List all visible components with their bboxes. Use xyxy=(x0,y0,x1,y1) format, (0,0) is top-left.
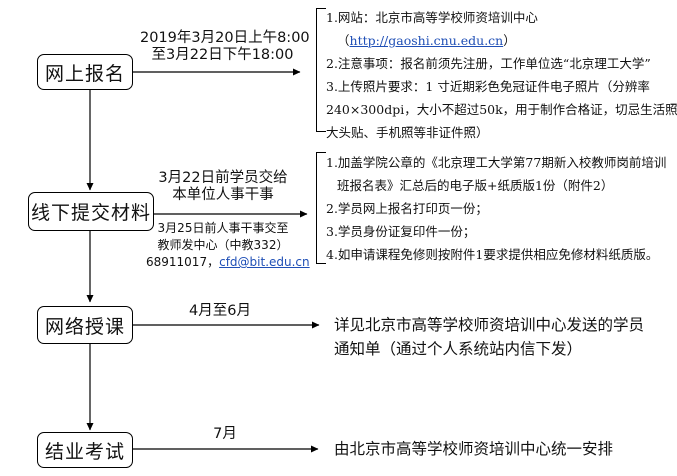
stage-label: 线下提交材料 xyxy=(30,202,151,224)
course-time-label: 4月至6月 xyxy=(175,303,265,320)
exam-note-text: 由北京市高等学校师资培训中心统一安排 xyxy=(334,440,614,458)
offline-note-item3: 3.学员身份证复印件一份； xyxy=(326,224,476,239)
exam-time-label: 7月 xyxy=(200,426,250,443)
online-note-url-line: （http://gaoshi.cnu.edu.cn） xyxy=(326,29,677,52)
stage-label: 网上报名 xyxy=(44,62,125,85)
offline-note-item4: 4.如申请课程免修则按附件1要求提供相应免修材料纸质版。 xyxy=(326,247,659,262)
offline-notes: 1.加盖学院公章的《北京理工大学第77期新入校教师岗前培训 班报名表》汇总后的电… xyxy=(326,151,666,266)
url-close-paren: ） xyxy=(503,33,516,48)
offline-contact-label: 3月25日前人事干事交至 教师发中心（中教332） 68911017，cfd@b… xyxy=(146,220,310,271)
offline-time-line3: 3月25日前人事干事交至 xyxy=(157,221,289,235)
offline-note-item1-line2: 班报名表》汇总后的电子版+纸质版1份（附件2） xyxy=(337,178,614,193)
course-note: 详见北京市高等学校师资培训中心发送的学员 通知单（通过个人系统站内信下发） xyxy=(334,313,644,361)
online-notes-bracket xyxy=(316,8,326,132)
course-note-line2: 通知单（通过个人系统站内信下发） xyxy=(334,340,583,358)
website-link[interactable]: http://gaoshi.cnu.edu.cn xyxy=(349,33,504,48)
course-note-line1: 详见北京市高等学校师资培训中心发送的学员 xyxy=(334,316,645,334)
stage-label: 结业考试 xyxy=(44,440,125,463)
online-time-line2: 至3月22日下午18:00 xyxy=(151,47,294,64)
exam-note: 由北京市高等学校师资培训中心统一安排 xyxy=(334,437,613,461)
online-time-line1: 2019年3月20日上午8:00 xyxy=(140,30,310,46)
offline-time-line4: 教师发中心（中教332） xyxy=(157,238,289,252)
stage-online-course: 网络授课 xyxy=(37,306,133,344)
online-note-item3-line1: 3.上传照片要求：1 寸近期彩色免冠证件电子照片（分辨率 xyxy=(326,79,650,94)
stage-offline-submission: 线下提交材料 xyxy=(28,192,154,231)
offline-note-item1-line1: 1.加盖学院公章的《北京理工大学第77期新入校教师岗前培训 xyxy=(326,155,667,170)
online-note-item1: 1.网站：北京市高等学校师资培训中心 xyxy=(326,10,538,25)
offline-notes-bracket xyxy=(316,152,326,264)
offline-contact-line: 68911017，cfd@bit.edu.cn xyxy=(146,254,310,271)
contact-email-link[interactable]: cfd@bit.edu.cn xyxy=(219,255,310,269)
url-open-paren: （ xyxy=(337,33,350,48)
stage-final-exam: 结业考试 xyxy=(37,432,133,468)
online-time-label: 2019年3月20日上午8:00 至3月22日下午18:00 xyxy=(140,30,310,65)
course-time: 4月至6月 xyxy=(189,303,251,319)
offline-note-item2: 2.学员网上报名打印页一份； xyxy=(326,201,488,216)
offline-deadline-label: 3月22日前学员交给 本单位人事干事 xyxy=(148,170,298,205)
offline-time-line1: 3月22日前学员交给 xyxy=(158,170,288,186)
online-note-item3-line2: 240×300dpi，大小不超过50k，用于制作合格证，切忌生活照、 xyxy=(326,102,677,117)
online-notes: 1.网站：北京市高等学校师资培训中心 （http://gaoshi.cnu.ed… xyxy=(326,6,677,144)
contact-phone: 68911017， xyxy=(146,255,220,269)
stage-label: 网络授课 xyxy=(44,315,125,338)
offline-time-line2: 本单位人事干事 xyxy=(172,187,274,204)
stage-online-registration: 网上报名 xyxy=(37,54,133,90)
online-note-item3-line3: 大头贴、手机照等非证件照） xyxy=(326,125,489,140)
online-note-item2: 2.注意事项：报名前须先注册，工作单位选“北京理工大学” xyxy=(326,56,651,71)
exam-time: 7月 xyxy=(213,426,237,442)
